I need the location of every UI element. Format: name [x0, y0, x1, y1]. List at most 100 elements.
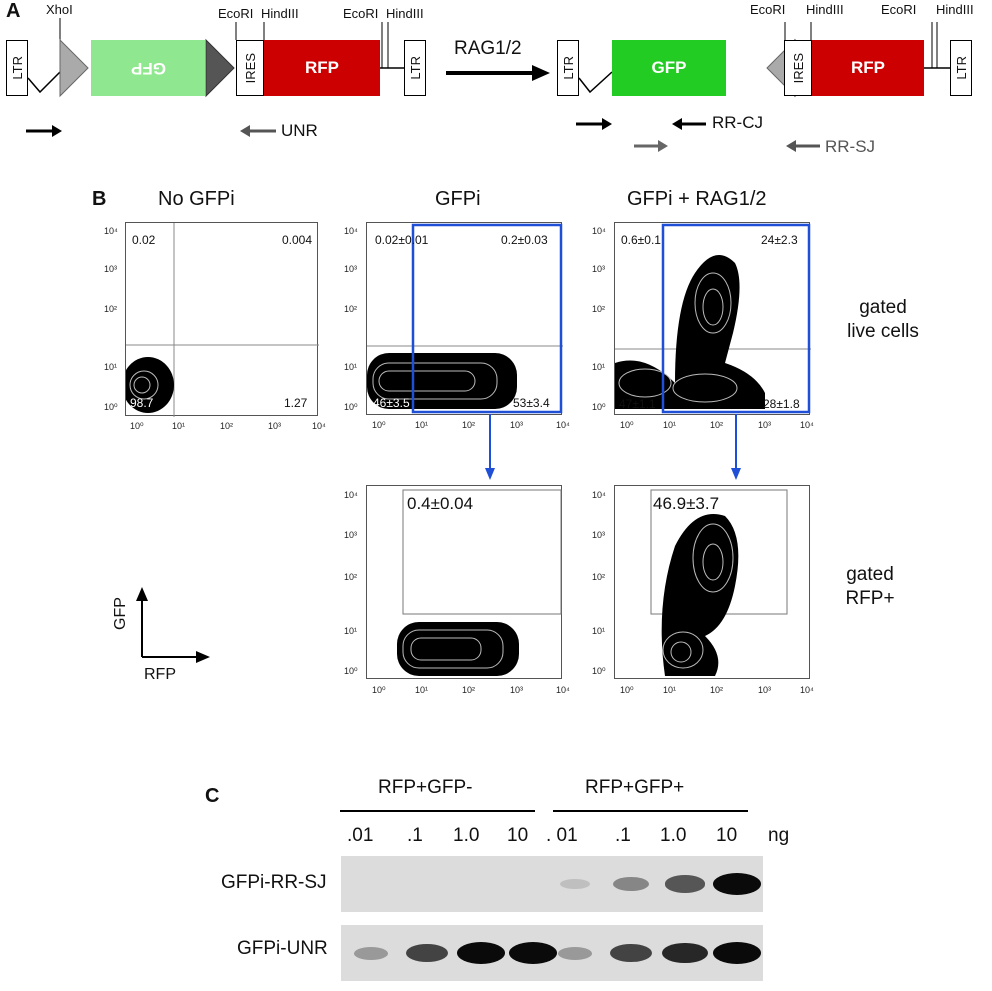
- tick-y: 10⁴: [344, 490, 358, 500]
- lane-label: . 01: [546, 825, 578, 846]
- gate-box: [661, 223, 811, 414]
- population-blob: [661, 514, 739, 676]
- lane-label: 1.0: [453, 825, 480, 846]
- gel-band: [509, 942, 557, 964]
- tick-y: 10¹: [104, 362, 118, 372]
- tick-y: 10⁴: [104, 226, 118, 236]
- gfp-inverted-box: GFP: [91, 40, 205, 96]
- tick-y: 10⁴: [592, 226, 606, 236]
- construct-before-lines: [27, 18, 404, 98]
- column-title-2: GFPi: [435, 188, 481, 210]
- group-underlines: [340, 810, 748, 812]
- lane-label: .1: [615, 825, 631, 846]
- tick-y: 10⁴: [592, 490, 606, 500]
- axis-legend-arrows: [136, 587, 210, 663]
- group-label-gfp-neg: RFP+GFP-: [378, 777, 473, 798]
- site-ecori-2-after: EcoRI: [881, 2, 917, 17]
- panel-a-letter: A: [6, 0, 21, 22]
- lane-label: .01: [347, 825, 374, 846]
- quadrant-ul-value: 0.6±0.1: [621, 233, 661, 247]
- gel-band: [557, 946, 593, 960]
- row-label-rfp-line1: gated: [846, 564, 894, 585]
- gel-band: [609, 943, 653, 963]
- population-blob: [615, 255, 765, 409]
- gel-band: [612, 876, 650, 892]
- tick-y: 10⁰: [344, 666, 358, 676]
- quadrant-ll-value: 98.7: [130, 396, 154, 410]
- gel-band: [353, 946, 389, 960]
- gel-band: [457, 942, 505, 964]
- site-hindiii-1-after: HindIII: [806, 2, 844, 17]
- tick-x: 10²: [462, 420, 476, 430]
- primer-forward-arrow-1: [52, 125, 62, 137]
- ires-box-after: IRES: [784, 40, 812, 96]
- primer-unr-arrow: [240, 125, 250, 137]
- tick-x: 10³: [758, 420, 772, 430]
- ires-label-after: IRES: [790, 52, 806, 84]
- rfp-label: RFP: [305, 58, 339, 77]
- tick-y: 10³: [344, 530, 358, 540]
- site-hindiii-1: HindIII: [261, 6, 299, 21]
- gate-value: 46.9±3.7: [653, 494, 720, 513]
- ltr-right-box-after: LTR: [950, 40, 972, 96]
- quadrant-ul-value: 0.02: [132, 233, 156, 247]
- quadrant-ul-value: 0.02±0.01: [375, 233, 429, 247]
- axis-legend-rfp: RFP: [144, 666, 176, 683]
- gel-row-label-sj: GFPi-RR-SJ: [221, 872, 327, 893]
- row-label-live-cells-line2: live cells: [847, 321, 919, 342]
- ltr-right-box: LTR: [404, 40, 426, 96]
- quadrant-ll-value: 46±3.5: [373, 396, 410, 410]
- tick-x: 10²: [710, 685, 724, 695]
- tick-x: 10²: [710, 420, 724, 430]
- tick-y: 10³: [592, 530, 606, 540]
- site-ecori-1: EcoRI: [218, 6, 254, 21]
- tick-y: 10⁴: [344, 226, 358, 236]
- tick-x: 10³: [758, 685, 772, 695]
- ires-label: IRES: [242, 52, 258, 84]
- gate-value: 0.4±0.04: [407, 494, 474, 513]
- tick-x: 10³: [510, 685, 524, 695]
- tick-x: 10²: [462, 685, 476, 695]
- axis-legend-gfp: GFP: [112, 597, 129, 630]
- tick-y: 10²: [592, 304, 606, 314]
- tick-y: 10⁰: [104, 402, 118, 412]
- tick-y: 10¹: [592, 362, 606, 372]
- lane-label: 10: [716, 825, 738, 846]
- gel-band: [662, 942, 708, 964]
- primer-sj-label: RR-SJ: [825, 137, 876, 156]
- site-xhoi: XhoI: [46, 2, 73, 17]
- primer-forward-arrow-2: [602, 118, 612, 130]
- primer-cj-arrow: [672, 118, 682, 130]
- quadrant-lr-value: 53±3.4: [513, 396, 550, 410]
- tick-y: 10⁰: [592, 666, 606, 676]
- gate-box: [402, 489, 562, 615]
- ltr-right-label-after: LTR: [953, 56, 969, 80]
- tick-x: 10⁰: [372, 420, 386, 430]
- tick-x: 10¹: [172, 421, 186, 431]
- tick-x: 10¹: [415, 420, 429, 430]
- rag-arrow: [446, 65, 550, 81]
- tick-y: 10²: [344, 304, 358, 314]
- tick-y: 10¹: [344, 626, 358, 636]
- rss-triangle-right: [205, 38, 235, 98]
- ltr-right-label: LTR: [407, 56, 423, 80]
- gfp-label: GFP: [651, 58, 687, 77]
- ltr-left-box: LTR: [6, 40, 28, 96]
- tick-x: 10⁴: [556, 420, 570, 430]
- gel-band: [664, 875, 706, 893]
- site-ecori-1-after: EcoRI: [750, 2, 786, 17]
- flow-plot-no-gfpi-graphics: [126, 223, 319, 417]
- tick-x: 10⁰: [620, 685, 634, 695]
- primer-arrows-before: [26, 125, 276, 137]
- tick-x: 10²: [220, 421, 234, 431]
- primer-forward-arrow-3: [658, 140, 668, 152]
- rag-label: RAG1/2: [454, 38, 522, 59]
- flow-plot-gfpi-rag-graphics: [615, 223, 811, 414]
- flow-plot-gfpi-rag-rfp-gated: 46.9±3.7: [614, 485, 810, 679]
- ltr-left-box-after: LTR: [557, 40, 579, 96]
- flow-plot-gfpi-rfp-gated-graphics: [397, 489, 562, 676]
- site-ecori-2: EcoRI: [343, 6, 379, 21]
- gfp-box: GFP: [612, 40, 726, 96]
- lane-label: 1.0: [660, 825, 687, 846]
- primer-cj-label: RR-CJ: [712, 113, 763, 132]
